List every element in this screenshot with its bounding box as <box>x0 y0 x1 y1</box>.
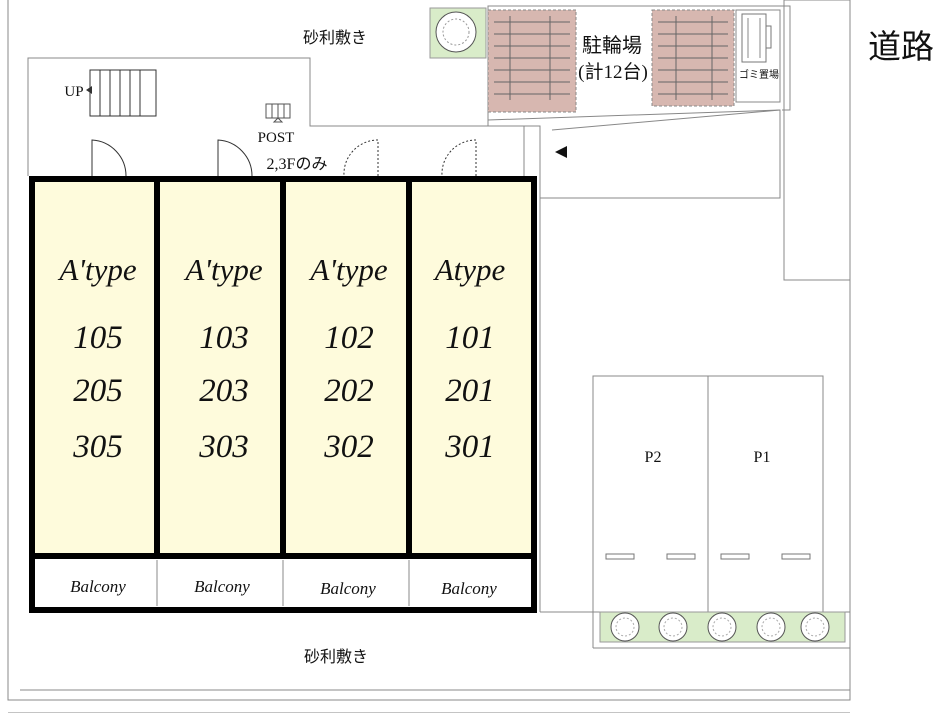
balcony-label: Balcony <box>441 579 497 598</box>
unit-number: 202 <box>324 373 374 409</box>
garbage-area-label: ゴミ置場 <box>739 68 779 81</box>
entrance-arrow-icon <box>555 146 567 158</box>
unit-number: 201 <box>445 373 495 409</box>
unit-number: 305 <box>72 429 123 465</box>
unit-number: 105 <box>73 320 123 356</box>
unit-type-label: A'type <box>183 252 262 287</box>
balcony-label: Balcony <box>194 577 250 596</box>
unit-number: 101 <box>445 320 495 356</box>
doors <box>91 139 477 177</box>
unit-103: A'type 103 203 303 Balcony <box>183 252 262 596</box>
bicycle-area-left <box>487 9 577 113</box>
bicycle-parking-label: 駐輪場 <box>582 34 642 57</box>
unit-number: 205 <box>73 373 123 409</box>
unit-number: 103 <box>199 320 249 356</box>
unit-type-label: A'type <box>57 252 136 287</box>
unit-number: 203 <box>199 373 249 409</box>
unit-number: 302 <box>323 429 374 465</box>
stairs <box>86 69 157 117</box>
stairs-up-label: UP <box>64 84 83 100</box>
planter-top <box>429 7 487 59</box>
balcony-label: Balcony <box>320 579 376 598</box>
unit-type-label: Atype <box>433 252 506 287</box>
balcony-label: Balcony <box>70 577 126 596</box>
planter-strip <box>599 611 846 643</box>
garbage-area <box>735 9 781 103</box>
unit-101: Atype 101 201 301 Balcony <box>433 252 506 598</box>
unit-105: A'type 105 205 305 Balcony <box>57 252 136 596</box>
unit-102: A'type 102 202 302 Balcony <box>308 252 387 598</box>
unit-type-label: A'type <box>308 252 387 287</box>
unit-number: 303 <box>198 429 249 465</box>
parking-label: P2 <box>645 449 662 466</box>
bicycle-area-right <box>651 9 735 107</box>
units-block <box>29 176 537 613</box>
unit-number: 102 <box>324 320 374 356</box>
unit-number: 301 <box>444 429 495 465</box>
parking-area: P2 P1 <box>592 375 824 613</box>
site-outline <box>7 0 851 713</box>
post-label: POST <box>258 130 295 146</box>
parking-label: P1 <box>754 449 771 466</box>
post-note-label: 2,3Fのみ <box>267 156 328 173</box>
post-box <box>265 103 291 123</box>
road-label: 道路 <box>868 29 934 66</box>
gravel-label-bottom: 砂利敷き <box>304 647 368 666</box>
bicycle-capacity-label: (計12台) <box>578 61 648 83</box>
gravel-label-top: 砂利敷き <box>303 28 367 47</box>
